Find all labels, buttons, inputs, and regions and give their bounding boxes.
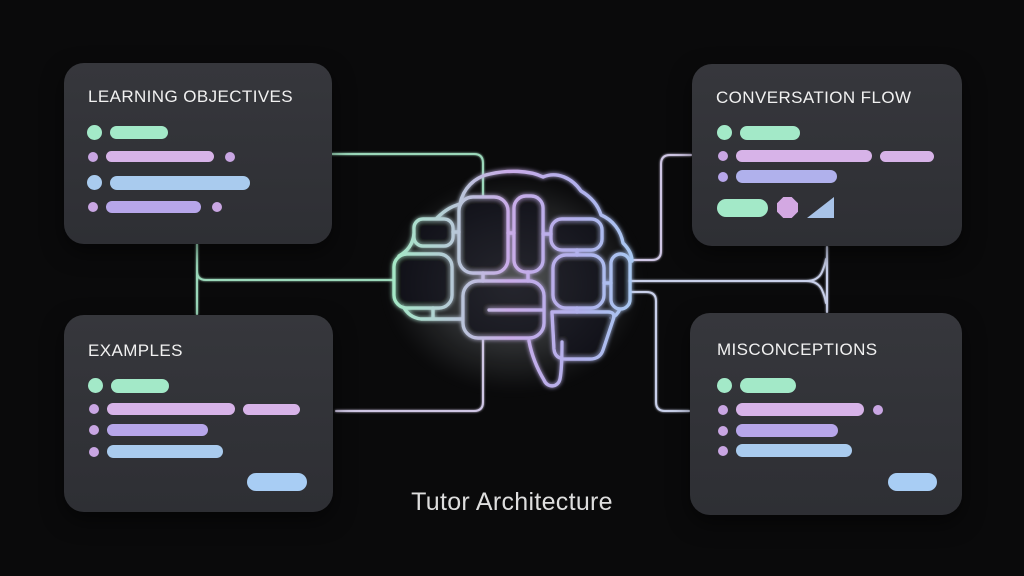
skeleton-row [717,197,834,218]
card-examples: EXAMPLES [64,315,333,512]
bullet-dot [718,445,728,456]
skeleton-row [88,151,235,162]
bullet-dot [87,175,102,190]
skeleton-pill [717,198,768,217]
skeleton-row [717,378,796,393]
connector-lines [196,153,828,412]
skeleton-pill [106,151,214,162]
connector-conversation-flow-left [633,154,692,261]
bullet-dot [718,171,728,182]
bullet-dot [718,425,728,436]
card-title: CONVERSATION FLOW [716,88,912,107]
bullet-dot [717,378,732,393]
skeleton-pill [110,175,250,190]
skeleton-pill [107,445,223,458]
octagon-shape [777,197,798,218]
bullet-dot [718,404,728,415]
card-title: EXAMPLES [88,341,183,360]
connector-learning-objectives-right [331,153,484,197]
skeleton-row [88,201,222,213]
skeleton-pill [740,378,796,393]
bullet-dot [88,378,103,393]
bullet-dot [718,151,728,161]
skeleton-pill [888,473,937,491]
skeleton-row [718,424,838,437]
triangle-shape [807,197,834,218]
card-misconceptions: MISCONCEPTIONS [690,313,962,515]
skeleton-pill [736,170,837,183]
skeleton-row [87,125,168,140]
connector-examples-right [335,338,484,412]
skeleton-pill [736,444,852,457]
connector-right-fork-up [805,258,827,282]
card-title: LEARNING OBJECTIVES [88,87,294,106]
bullet-dot [89,404,99,414]
skeleton-pill [107,403,235,415]
bullet-dot [89,446,99,457]
skeleton-pill [111,378,169,393]
bullet-dot [873,404,883,415]
skeleton-row [89,403,300,415]
skeleton-pill [110,126,168,139]
skeleton-pill [247,473,307,491]
connector-left-to-brain [196,270,394,281]
skeleton-row [717,125,800,140]
bullet-dot [717,125,732,140]
skeleton-pill [107,424,208,436]
card-conversation-flow: CONVERSATION FLOW [692,64,962,246]
skeleton-pill [736,150,872,162]
bullet-dot [88,202,98,212]
skeleton-pill [736,424,838,437]
skeleton-row [88,378,169,393]
skeleton-row [718,444,852,457]
card-learning-objectives: LEARNING OBJECTIVES [64,63,332,244]
skeleton-row [89,424,208,436]
bullet-dot [87,125,102,140]
skeleton-row [718,150,934,162]
skeleton-pill [740,125,800,140]
skeleton-pill [106,201,201,213]
skeleton-row [87,175,250,190]
skeleton-pill [880,150,934,162]
skeleton-row [718,403,883,416]
bullet-dot [89,425,99,435]
bullet-dot [212,202,222,212]
connector-right-fork-down [805,280,827,304]
connector-brain-to-misconceptions [630,291,690,412]
bullet-dot [88,151,98,162]
skeleton-pill [736,403,864,416]
skeleton-row [718,170,837,183]
skeleton-row [89,445,223,458]
skeleton-pill [243,403,300,415]
card-title: MISCONCEPTIONS [717,340,878,359]
bullet-dot [225,151,235,162]
diagram-title: Tutor Architecture [411,488,613,516]
brain-circuit-icon [392,169,634,388]
